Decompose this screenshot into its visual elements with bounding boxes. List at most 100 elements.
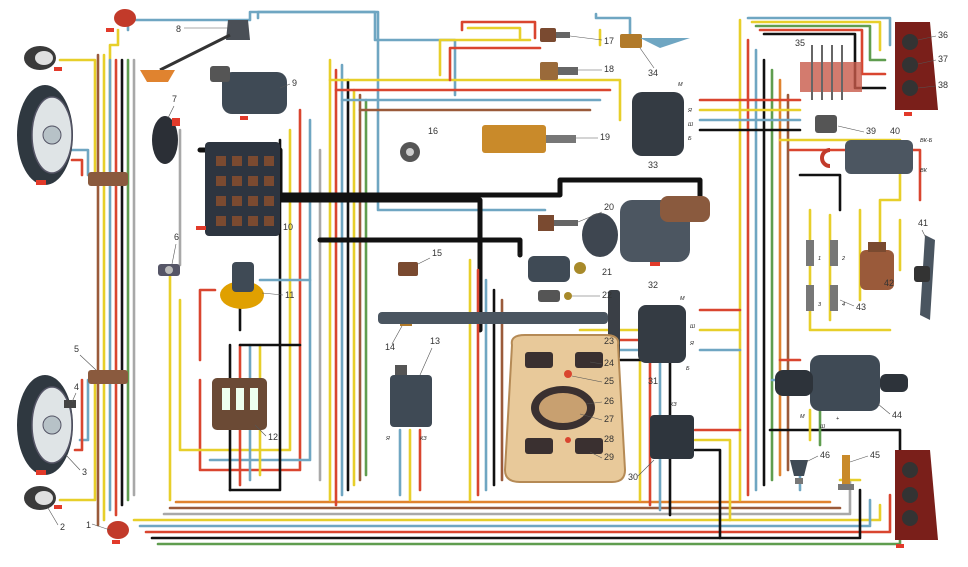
generator: М Ш Я Б bbox=[638, 296, 696, 372]
label-18: 18 bbox=[604, 64, 614, 74]
label-20: 20 bbox=[604, 202, 614, 212]
spark-plugs: 1 2 3 4 bbox=[806, 240, 845, 311]
label-3: 3 bbox=[82, 467, 87, 477]
headlamp-lower bbox=[17, 375, 73, 475]
label-10: 10 bbox=[283, 222, 293, 232]
label-14: 14 bbox=[385, 342, 395, 352]
connector-block-upper bbox=[88, 172, 128, 186]
label-7: 7 bbox=[172, 94, 177, 104]
fan bbox=[914, 235, 935, 320]
terminal-label-kz: КЗ bbox=[670, 402, 677, 408]
rear-lamp-upper bbox=[895, 22, 938, 116]
label-39: 39 bbox=[866, 126, 876, 136]
distributor bbox=[860, 242, 894, 290]
label-11: 11 bbox=[285, 290, 294, 300]
switch-17 bbox=[540, 28, 570, 42]
label-9: 9 bbox=[292, 78, 297, 88]
label-37: 37 bbox=[938, 54, 948, 64]
voltage-regulator bbox=[212, 378, 267, 430]
label-35: 35 bbox=[795, 38, 805, 48]
label-41: 41 bbox=[918, 218, 928, 228]
terminal-label-ya: + bbox=[836, 416, 840, 422]
switch-22 bbox=[538, 290, 572, 302]
wiper-switch bbox=[140, 20, 250, 82]
ignition-coil: ВК-Б ВК bbox=[820, 138, 933, 174]
label-6: 6 bbox=[174, 232, 179, 242]
svg-text:Ш: Ш bbox=[688, 122, 694, 128]
label-12: 12 bbox=[268, 432, 278, 442]
oil-sensor bbox=[158, 264, 180, 276]
label-28: 28 bbox=[604, 434, 614, 444]
relay-regulator bbox=[800, 45, 862, 100]
label-1: 1 bbox=[86, 520, 91, 530]
light-switch bbox=[482, 125, 576, 153]
label-34: 34 bbox=[648, 68, 658, 78]
label-43: 43 bbox=[856, 302, 866, 312]
label-24: 24 bbox=[604, 358, 614, 368]
label-15: 15 bbox=[432, 248, 442, 258]
svg-text:Я: Я bbox=[687, 108, 692, 114]
ignition-switch: Б bbox=[518, 252, 586, 282]
label-26: 26 bbox=[604, 396, 614, 406]
svg-text:Я: Я bbox=[385, 436, 390, 442]
fuse-box bbox=[196, 142, 280, 236]
svg-text:Ш: Ш bbox=[820, 424, 826, 430]
switch-16 bbox=[400, 142, 420, 162]
svg-text:Б: Б bbox=[688, 136, 692, 142]
label-17: 17 bbox=[604, 36, 614, 46]
label-25: 25 bbox=[604, 376, 614, 386]
label-27: 27 bbox=[604, 414, 614, 424]
switch-15 bbox=[398, 262, 418, 276]
sensor-39 bbox=[815, 115, 837, 133]
sidelamp-lower bbox=[24, 486, 62, 510]
heater-motor: М Ш bbox=[775, 355, 908, 430]
label-8: 8 bbox=[176, 24, 181, 34]
label-4: 4 bbox=[74, 382, 79, 392]
label-13: 13 bbox=[430, 336, 440, 346]
label-21: 21 bbox=[602, 267, 612, 277]
starter-motor bbox=[582, 196, 710, 266]
switch-20 bbox=[538, 215, 578, 231]
label-22: 22 bbox=[602, 290, 612, 300]
components: Я КЗ bbox=[17, 9, 938, 548]
label-45: 45 bbox=[870, 450, 880, 460]
brake-light-switch bbox=[220, 262, 264, 309]
svg-text:КЗ: КЗ bbox=[420, 436, 427, 442]
label-46: 46 bbox=[820, 450, 830, 460]
label-23: 23 bbox=[604, 336, 614, 346]
small-lamp-top bbox=[106, 9, 136, 32]
label-5: 5 bbox=[74, 344, 79, 354]
label-36: 36 bbox=[938, 30, 948, 40]
relay-30 bbox=[650, 415, 694, 459]
oil-pressure-sensor bbox=[790, 460, 808, 484]
svg-text:М: М bbox=[680, 296, 685, 302]
label-40: 40 bbox=[890, 126, 900, 136]
wiper-motor bbox=[210, 66, 287, 120]
headlamp-upper bbox=[17, 85, 73, 185]
svg-text:1: 1 bbox=[818, 256, 821, 262]
label-44: 44 bbox=[892, 410, 902, 420]
svg-text:ВК-Б: ВК-Б bbox=[920, 138, 933, 144]
small-lamp-bottom bbox=[107, 521, 129, 544]
lamp-junction bbox=[64, 400, 76, 408]
generator-33: М Я Ш Б bbox=[632, 82, 694, 156]
switch-18 bbox=[540, 62, 578, 80]
instrument-cluster bbox=[503, 334, 627, 483]
label-19: 19 bbox=[600, 132, 610, 142]
label-16: 16 bbox=[428, 126, 438, 136]
svg-text:Я: Я bbox=[689, 341, 694, 347]
svg-text:М: М bbox=[678, 82, 683, 88]
label-31: 31 bbox=[648, 376, 658, 386]
connector-block-lower bbox=[88, 370, 128, 384]
label-30: 30 bbox=[628, 472, 638, 482]
label-33: 33 bbox=[648, 160, 658, 170]
svg-text:2: 2 bbox=[841, 256, 845, 262]
horn bbox=[152, 116, 180, 164]
callout-labels: 1 2 3 4 5 6 7 8 9 10 11 12 13 14 15 16 1… bbox=[47, 24, 948, 532]
svg-text:Б: Б bbox=[686, 366, 690, 372]
relay: Я КЗ bbox=[385, 365, 432, 442]
svg-text:Б: Б bbox=[518, 252, 522, 258]
svg-text:4: 4 bbox=[842, 302, 845, 308]
svg-text:ВК: ВК bbox=[920, 168, 928, 174]
